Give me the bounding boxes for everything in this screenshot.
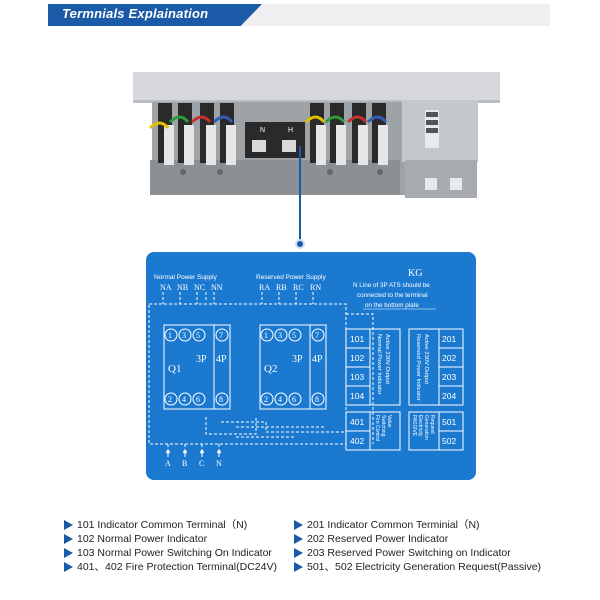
connector-line bbox=[299, 146, 301, 243]
legend-item: 203 Reserved Power Switching on Indicato… bbox=[294, 546, 541, 560]
reserved-term-rb: RB bbox=[276, 283, 287, 292]
bottom-term-b: B bbox=[182, 459, 187, 468]
legend-item: 103 Normal Power Switching On Indicator bbox=[64, 546, 277, 560]
legend-text: 202 Reserved Power Indicator bbox=[307, 533, 449, 545]
legend-item: 202 Reserved Power Indicator bbox=[294, 532, 541, 546]
normal-term-nb: NB bbox=[177, 283, 188, 292]
q2-top-circle-7: 7 bbox=[315, 331, 319, 340]
q2-3p-label: 3P bbox=[292, 354, 303, 365]
q2-top-circle-5: 5 bbox=[292, 331, 296, 340]
q2-top-circle-3: 3 bbox=[278, 331, 282, 340]
terminal-203: 203 bbox=[442, 372, 456, 382]
passive-caption-1: PASSIVE bbox=[411, 415, 417, 437]
legend-text: 201 Indicator Common Terminial（N) bbox=[307, 519, 480, 531]
normal-term-nc: NC bbox=[194, 283, 205, 292]
passive-caption-2: Electricity bbox=[417, 415, 423, 437]
reserved-term-rc: RC bbox=[293, 283, 304, 292]
legend-item: 501、502 Electricity Generation Request(P… bbox=[294, 560, 541, 574]
q1-bottom-circle-6: 6 bbox=[196, 395, 200, 404]
arrow-right-icon bbox=[294, 548, 303, 558]
device-h-label: H bbox=[288, 127, 293, 134]
fire-caption-3: Value bbox=[386, 415, 392, 428]
reserved-term-ra: RA bbox=[259, 283, 270, 292]
q1-3p-label: 3P bbox=[196, 354, 207, 365]
terminal-101: 101 bbox=[350, 334, 364, 344]
q1-top-circle-1: 1 bbox=[168, 331, 172, 340]
terminal-201: 201 bbox=[442, 334, 456, 344]
legend-right: 201 Indicator Common Terminial（N) 202 Re… bbox=[294, 518, 541, 574]
note-line-3: on the bottom plate bbox=[365, 302, 419, 309]
arrow-right-icon bbox=[64, 520, 73, 530]
q2-bottom-circle-2: 2 bbox=[264, 395, 268, 404]
left-block-caption-2: Active 230V Output bbox=[384, 334, 390, 384]
q1-top-circle-3: 3 bbox=[182, 331, 186, 340]
reserved-term-rn: RN bbox=[310, 283, 321, 292]
legend-item: 101 Indicator Common Terminal（N) bbox=[64, 518, 277, 532]
arrow-right-icon bbox=[64, 548, 73, 558]
note-line-2: connected to the terminal bbox=[357, 292, 428, 299]
terminal-204: 204 bbox=[442, 391, 456, 401]
q1-top-circle-7: 7 bbox=[219, 331, 223, 340]
terminal-502: 502 bbox=[442, 436, 456, 446]
header-tab bbox=[48, 4, 262, 26]
bottom-term-n: N bbox=[216, 459, 222, 468]
q1-top-circle-5: 5 bbox=[196, 331, 200, 340]
connector-dot bbox=[295, 239, 305, 249]
right-block-caption: Reserved Power Indicator bbox=[415, 334, 421, 401]
fire-caption-2: Switching bbox=[380, 415, 386, 437]
page-title: Termnials Explaination bbox=[62, 6, 209, 21]
reserved-supply-title: Reserved Power Supply bbox=[256, 274, 326, 281]
arrow-right-icon bbox=[294, 562, 303, 572]
legend-item: 201 Indicator Common Terminial（N) bbox=[294, 518, 541, 532]
note-line-1: N Line of 3P ATS should be bbox=[353, 282, 430, 289]
q2-bottom-circle-4: 4 bbox=[278, 395, 282, 404]
q1-4p-label: 4P bbox=[216, 354, 227, 365]
terminal-103: 103 bbox=[350, 372, 364, 382]
ats-device-illustration: N H bbox=[133, 72, 500, 198]
normal-supply-title: Normal Power Supply bbox=[154, 274, 218, 281]
wiring-diagram-panel: Normal Power Supply NA NB NC NN Reserved… bbox=[146, 252, 476, 480]
legend-item: 401、402 Fire Protection Terminal(DC24V) bbox=[64, 560, 277, 574]
left-block-caption: Normal Power Indicator bbox=[376, 334, 382, 395]
terminal-104: 104 bbox=[350, 391, 364, 401]
arrow-right-icon bbox=[64, 534, 73, 544]
q1-label: Q1 bbox=[168, 363, 181, 375]
device-n-label: N bbox=[260, 127, 265, 134]
legend-text: 102 Normal Power Indicator bbox=[77, 533, 208, 545]
terminal-501: 501 bbox=[442, 417, 456, 427]
normal-term-nn: NN bbox=[211, 283, 223, 292]
terminal-401: 401 bbox=[350, 417, 364, 427]
q2-bottom-circle-8: 8 bbox=[315, 395, 319, 404]
arrow-right-icon bbox=[64, 562, 73, 572]
terminal-202: 202 bbox=[442, 353, 456, 363]
wiring-diagram: Normal Power Supply NA NB NC NN Reserved… bbox=[148, 268, 464, 468]
passive-caption-3: Generation bbox=[423, 415, 429, 440]
q2-top-circle-1: 1 bbox=[264, 331, 268, 340]
arrow-right-icon bbox=[294, 520, 303, 530]
passive-caption-4: Request bbox=[429, 415, 435, 434]
legend-left: 101 Indicator Common Terminal（N) 102 Nor… bbox=[64, 518, 277, 574]
terminal-102: 102 bbox=[350, 353, 364, 363]
q1-bottom-circle-2: 2 bbox=[168, 395, 172, 404]
kg-label: KG bbox=[408, 268, 422, 279]
terminal-402: 402 bbox=[350, 436, 364, 446]
q2-bottom-circle-6: 6 bbox=[292, 395, 296, 404]
legend-text: 203 Reserved Power Switching on Indicato… bbox=[307, 547, 511, 559]
legend-text: 101 Indicator Common Terminal（N) bbox=[77, 519, 248, 531]
legend-text: 103 Normal Power Switching On Indicator bbox=[77, 547, 272, 559]
fire-caption-1: Fire Control bbox=[374, 415, 380, 441]
q1-bottom-circle-4: 4 bbox=[182, 395, 186, 404]
right-block-caption-2: Active 230V Output bbox=[423, 334, 429, 384]
bottom-term-a: A bbox=[165, 459, 171, 468]
legend-text: 501、502 Electricity Generation Request(P… bbox=[307, 561, 542, 573]
q2-label: Q2 bbox=[264, 363, 277, 375]
legend-item: 102 Normal Power Indicator bbox=[64, 532, 277, 546]
q1-bottom-circle-8: 8 bbox=[219, 395, 223, 404]
bottom-term-c: C bbox=[199, 459, 204, 468]
arrow-right-icon bbox=[294, 534, 303, 544]
normal-term-na: NA bbox=[160, 283, 172, 292]
legend-text: 401、402 Fire Protection Terminal(DC24V) bbox=[77, 561, 277, 573]
q2-4p-label: 4P bbox=[312, 354, 323, 365]
